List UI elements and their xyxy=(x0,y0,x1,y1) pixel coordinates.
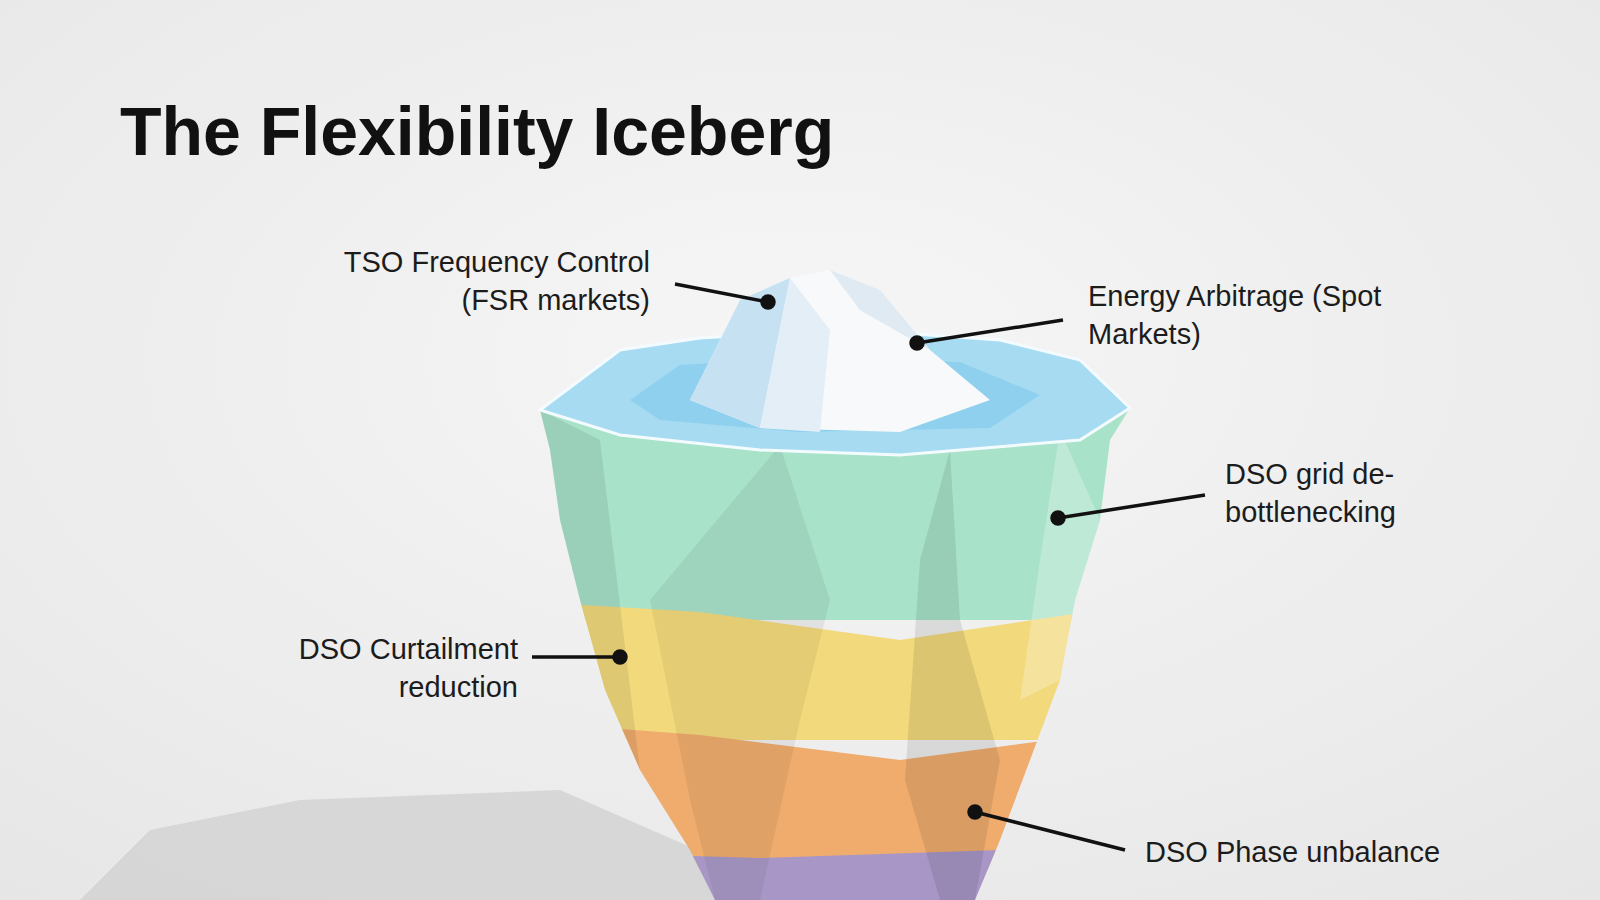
facet xyxy=(1020,430,1100,700)
title: The Flexibility Iceberg xyxy=(120,92,834,170)
band-orange xyxy=(500,720,1200,870)
leader-dot xyxy=(1052,512,1064,524)
leader-dot xyxy=(911,337,923,349)
leader-lines xyxy=(532,284,1205,850)
facet xyxy=(905,450,1000,900)
callout-label: DSO Phase unbalance xyxy=(1145,833,1545,871)
callout-label: TSO Frequency Control (FSR markets) xyxy=(288,243,650,319)
leader-line xyxy=(532,655,620,659)
callout-label: DSO grid de-bottlenecking xyxy=(1225,455,1525,531)
leader-line xyxy=(917,320,1063,343)
leader-line xyxy=(1058,495,1205,518)
leader-dot xyxy=(762,296,774,308)
leader-line xyxy=(975,812,1125,850)
facet xyxy=(1060,440,1110,680)
leader-dot xyxy=(614,651,626,663)
facet xyxy=(650,445,830,900)
band-purple xyxy=(500,850,1200,900)
shadow xyxy=(80,790,740,900)
leader-line xyxy=(675,284,768,302)
callout-label: DSO Curtailment reduction xyxy=(240,630,518,706)
callout-label: Energy Arbitrage (Spot Markets) xyxy=(1088,277,1468,353)
tip-facet xyxy=(760,278,830,432)
tip-facet xyxy=(830,270,930,350)
leader-dot xyxy=(969,806,981,818)
